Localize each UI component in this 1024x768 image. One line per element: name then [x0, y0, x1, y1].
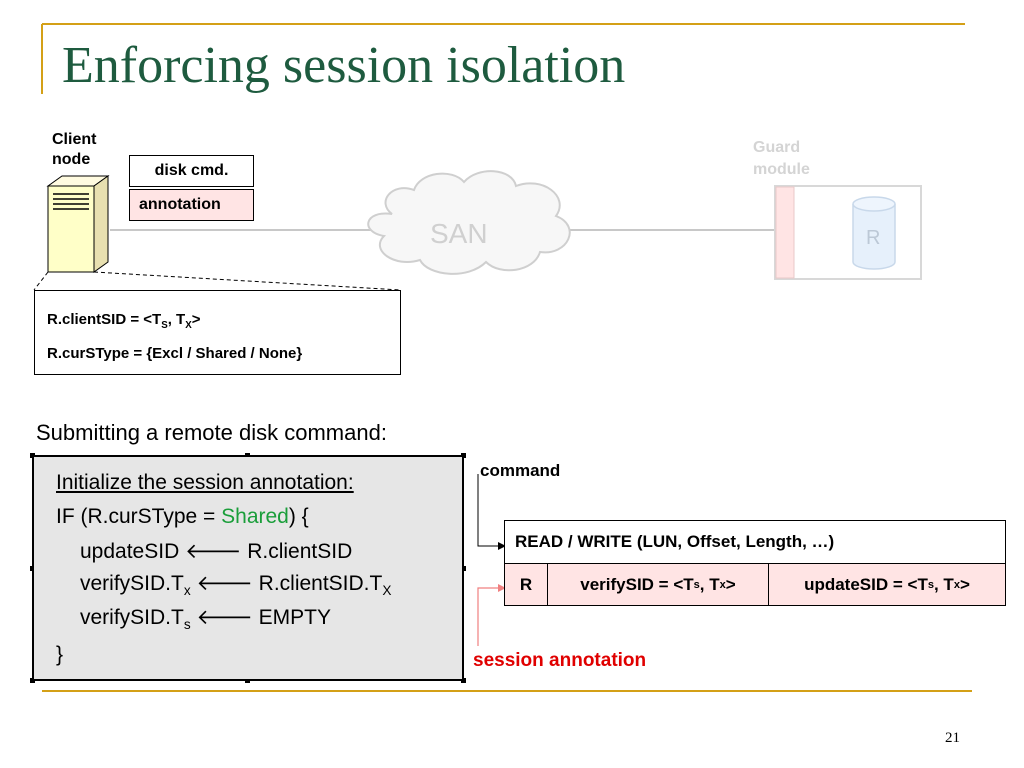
guard-label-line1: Guard	[753, 139, 801, 156]
client-sid-line: R.clientSID = <TS, TX>	[47, 311, 201, 331]
slide-title: Enforcing session isolation	[62, 37, 626, 94]
client-label-line1: Client	[52, 131, 97, 148]
code-line-6: }	[56, 643, 64, 666]
code-box: Initialize the session annotation: IF (R…	[32, 455, 464, 681]
annotation-arrowhead	[498, 584, 506, 592]
disk-cmd-box: disk cmd.	[129, 155, 254, 187]
shared-keyword: Shared	[221, 505, 289, 528]
guard-module-label: Guard module	[753, 137, 810, 181]
guard-module-box	[774, 185, 922, 280]
server-icon	[46, 175, 110, 273]
code-line-3: updateSID 🡐 R.clientSID	[80, 540, 353, 563]
submit-heading: Submitting a remote disk command:	[36, 420, 387, 445]
zoom-line-left	[33, 271, 49, 291]
san-label: SAN	[430, 218, 488, 249]
client-label-line2: node	[52, 151, 91, 168]
command-arrow	[477, 474, 498, 547]
r-state-box: R.clientSID = <TS, TX> R.curSType = {Exc…	[34, 290, 401, 375]
command-arrowhead	[498, 542, 506, 550]
annotation-box: annotation	[129, 189, 254, 221]
code-line-4: verifySID.Tx 🡐 R.clientSID.TX	[80, 572, 392, 599]
cur-stype-line: R.curSType = {Excl / Shared / None}	[47, 345, 303, 362]
annotation-label: annotation	[139, 196, 221, 213]
disk-label: R	[866, 227, 881, 249]
san-cloud-icon	[367, 170, 571, 275]
r-cell: R	[504, 563, 548, 606]
command-row: READ / WRITE (LUN, Offset, Length, …)	[504, 520, 1006, 564]
code-line-5: verifySID.Ts 🡐 EMPTY	[80, 606, 331, 633]
disk-icon	[852, 196, 896, 270]
annotation-arrow	[477, 587, 498, 646]
session-annotation-label: session annotation	[473, 650, 647, 671]
client-node-label: Client node	[52, 130, 96, 170]
code-line-2: IF (R.curSType = Shared) {	[56, 505, 309, 528]
page-number: 21	[945, 730, 960, 746]
zoom-line-right	[93, 271, 402, 291]
guard-label-line2: module	[753, 161, 810, 178]
code-line-1: Initialize the session annotation:	[56, 471, 354, 494]
disk-cmd-label: disk cmd.	[154, 162, 229, 179]
command-label: command	[480, 461, 561, 480]
